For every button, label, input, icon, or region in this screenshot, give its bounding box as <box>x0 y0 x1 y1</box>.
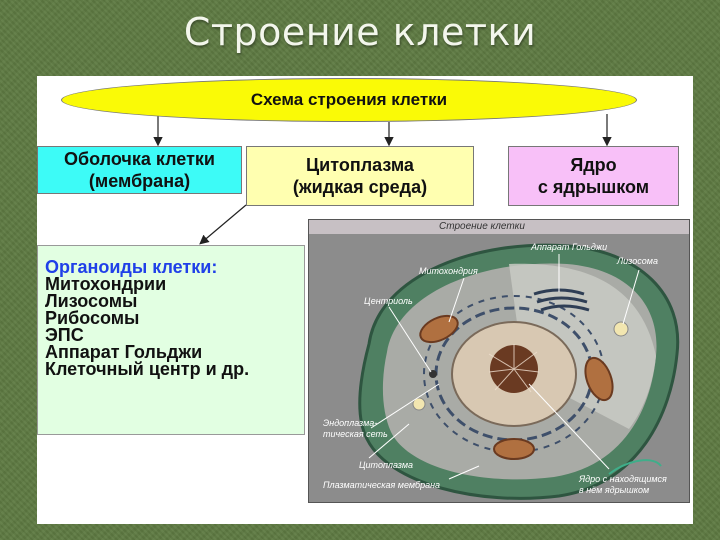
lysosome <box>614 322 628 336</box>
arrow-to-organoids <box>201 205 246 243</box>
label-mitochondria: Митохондрия <box>419 266 478 276</box>
label-lysosome: Лизосома <box>616 256 658 266</box>
cell-drawing: Митохондрия Аппарат Гольджи Лизосома Цен… <box>309 234 689 502</box>
label-centriole: Центриоль <box>364 296 413 306</box>
organoid-item: Рибосомы <box>45 310 304 327</box>
label-cytoplasm: Цитоплазма <box>359 460 413 470</box>
label-golgi: Аппарат Гольджи <box>530 242 607 252</box>
scheme-header: Схема строения клетки <box>61 78 637 122</box>
organoid-item: Клеточный центр и др. <box>45 361 304 378</box>
label-nucleus-line1: Ядро с находящимся <box>578 474 667 484</box>
mitochondrion <box>494 439 534 459</box>
organoids-box: Органоиды клетки: Митохондрии Лизосомы Р… <box>37 245 305 435</box>
label-er-line2: тическая сеть <box>323 429 388 439</box>
nucleus-box: Ядро с ядрышком <box>508 146 679 206</box>
cell-illustration: Строение клетки <box>308 219 690 503</box>
cell-illustration-title: Строение клетки <box>309 220 689 234</box>
membrane-box: Оболочка клетки (мембрана) <box>37 146 242 194</box>
label-er-line1: Эндоплазма- <box>323 418 377 428</box>
label-nucleus-line2: в нём ядрышком <box>579 485 649 495</box>
slide-title: Строение клетки <box>0 10 720 54</box>
label-membrane: Плазматическая мембрана <box>323 480 440 490</box>
cytoplasm-box: Цитоплазма (жидкая среда) <box>246 146 474 206</box>
content-panel: Схема строения клетки Оболочка клетки (м… <box>37 76 693 524</box>
